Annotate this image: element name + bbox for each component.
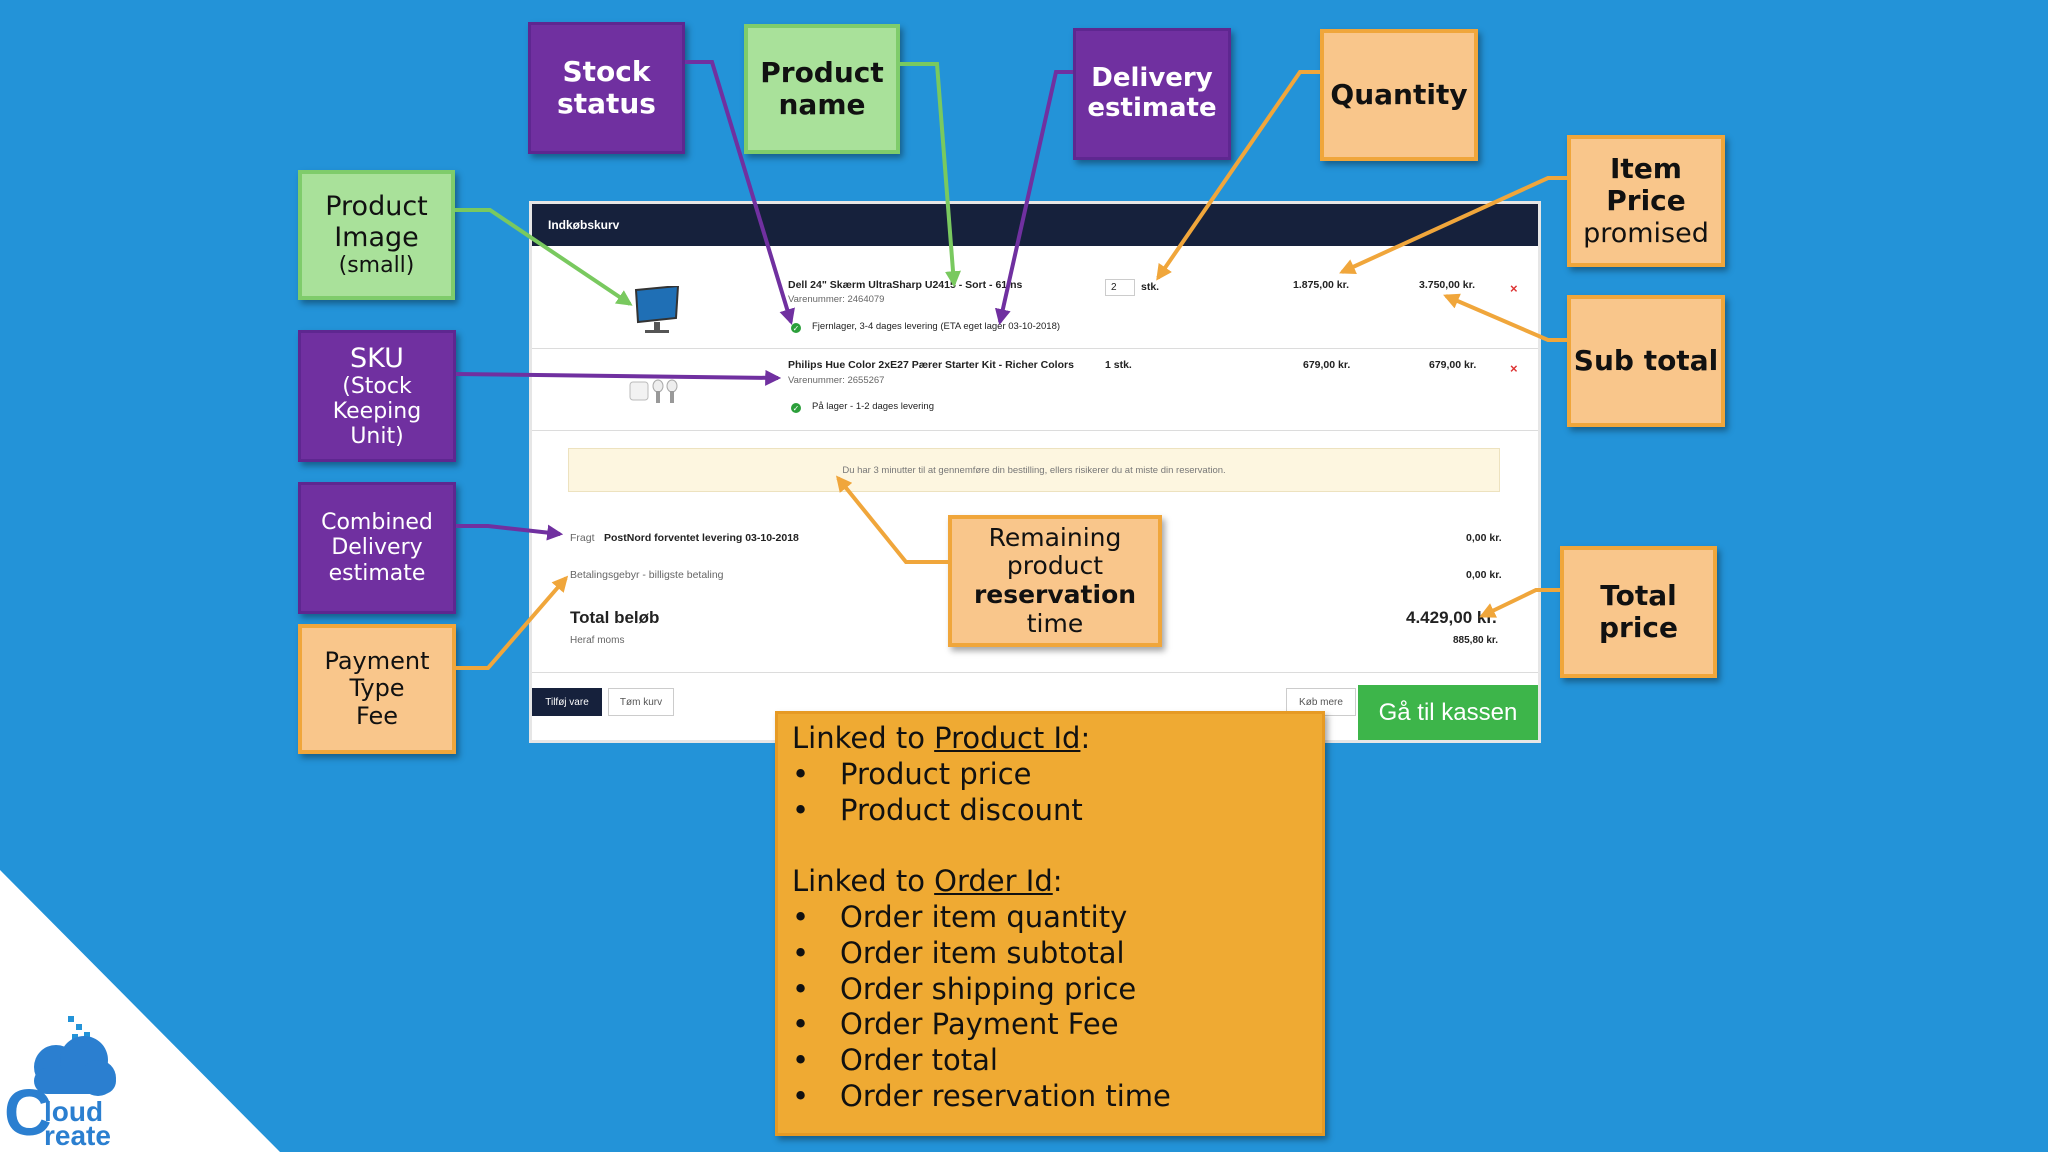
stock-status-callout: Stock status (528, 22, 685, 154)
shipping-price: 0,00 kr. (1466, 532, 1502, 544)
logo-text-bottom: reate (44, 1120, 111, 1151)
item-2-stock: På lager - 1-2 dages levering (812, 401, 934, 412)
item-1-quantity-input[interactable]: 2 (1105, 279, 1135, 296)
list-item: •Order total (792, 1043, 998, 1078)
row-separator (532, 672, 1538, 673)
arrow-quantity (1156, 70, 1320, 281)
item-price-callout: Item Price promised (1567, 135, 1725, 267)
item-2-quantity: 1 stk. (1105, 359, 1132, 371)
sub-total-callout: Sub total (1567, 295, 1725, 427)
list-item: •Order item quantity (792, 899, 1128, 934)
reservation-notice-text: Du har 3 minutter til at gennemføre din … (842, 464, 1226, 476)
reservation-notice: Du har 3 minutter til at gennemføre din … (568, 448, 1500, 492)
item-1-stock: Fjernlager, 3-4 dages levering (ETA eget… (812, 321, 1061, 332)
item-1-price: 1.875,00 kr. (1293, 279, 1350, 291)
cloud-icon (34, 1016, 116, 1096)
logo-text-top: loud (44, 1096, 104, 1127)
shipping-label: Fragt (570, 532, 595, 544)
total-value: 4.429,00 kr. (1406, 608, 1497, 627)
item-2-price: 679,00 kr. (1303, 359, 1351, 371)
list-item: •Order item subtotal (792, 935, 1125, 970)
item-1-check-icon: ✓ (791, 323, 801, 333)
bullet: • (792, 1043, 810, 1078)
item-1-subtotal: 3.750,00 kr. (1419, 279, 1476, 291)
row-separator (532, 430, 1538, 431)
arrow-sku (455, 369, 782, 386)
arrow-delivery-estimate (994, 70, 1073, 326)
bullet: • (792, 1078, 810, 1113)
item-1-name[interactable]: Dell 24" Skærm UltraSharp U2415 - Sort -… (788, 279, 1023, 291)
list-item: •Order reservation time (792, 1078, 1171, 1113)
cart-header: Indkøbskurv (532, 204, 1538, 246)
item-1-remove-icon[interactable]: × (1510, 281, 1518, 296)
logo-initial: C (4, 1075, 52, 1149)
arrow-remaining-time (835, 475, 948, 564)
list-item: •Product price (792, 756, 1032, 791)
arrow-combined-delivery (456, 524, 564, 541)
product-image-callout: Product Image (small) (298, 170, 455, 300)
item-2-remove-icon[interactable]: × (1510, 361, 1518, 376)
item-1-quantity-unit: stk. (1141, 281, 1160, 293)
combined-delivery-callout: Combined Delivery estimate (298, 482, 456, 614)
linked-fields-box: Linked to Product Id: •Product price •Pr… (775, 711, 1325, 1136)
product-id-heading: Linked to Product Id: (792, 721, 1091, 755)
item-2-sku: Varenummer: 2655267 (788, 375, 885, 386)
arrow-product-name (900, 62, 961, 288)
list-item: •Order Payment Fee (792, 1007, 1119, 1042)
total-price-callout: Total price (1560, 546, 1717, 678)
order-id-heading: Linked to Order Id: (792, 864, 1063, 899)
arrow-product-image (455, 208, 633, 306)
payment-fee-callout: Payment Type Fee (298, 624, 456, 754)
monitor-icon (634, 286, 680, 333)
item-2-check-icon: ✓ (791, 403, 801, 413)
product-name-callout: Product name (744, 24, 900, 154)
bullet: • (792, 756, 810, 791)
checkout-button[interactable]: Gå til kassen (1358, 685, 1538, 740)
list-item: •Product discount (792, 792, 1083, 827)
item-2-subtotal: 679,00 kr. (1429, 359, 1477, 371)
sku-callout: SKU (Stock Keeping Unit) (298, 330, 456, 462)
arrow-payment-fee (456, 575, 569, 670)
bullet: • (792, 1007, 810, 1042)
remaining-time-callout: Remaining product reservation time (948, 515, 1162, 647)
arrow-item-price (1339, 176, 1567, 274)
payment-fee-price: 0,00 kr. (1466, 569, 1502, 581)
arrow-total-price (1479, 588, 1560, 618)
product-id-link: Product Id (934, 721, 1081, 755)
cart-screenshot: Indkøbskurv Dell 24" Skærm UltraSharp U2… (529, 201, 1541, 743)
add-item-button[interactable]: Tilføj vare (532, 688, 602, 716)
vat-value: 885,80 kr. (1453, 635, 1499, 646)
arrow-sub-total (1443, 293, 1567, 342)
vat-label: Heraf moms (570, 635, 625, 646)
bullet: • (792, 792, 810, 827)
cloudcreate-logo: C loud reate (4, 1012, 136, 1151)
item-1-sku: Varenummer: 2464079 (788, 294, 885, 305)
delivery-estimate-callout: Delivery estimate (1073, 28, 1231, 160)
empty-cart-button[interactable]: Tøm kurv (608, 688, 674, 716)
payment-fee-label: Betalingsgebyr - billigste betaling (570, 569, 724, 581)
item-2-name[interactable]: Philips Hue Color 2xE27 Pærer Starter Ki… (788, 359, 1074, 371)
bullet: • (792, 899, 810, 934)
list-item: •Order shipping price (792, 971, 1137, 1006)
total-label: Total beløb (570, 608, 660, 627)
bullet: • (792, 971, 810, 1006)
arrow-stock-status (685, 60, 795, 326)
shipping-text: PostNord forventet levering 03-10-2018 (604, 532, 799, 544)
bulbs-icon (629, 379, 678, 403)
order-id-link: Order Id (934, 864, 1053, 899)
quantity-callout: Quantity (1320, 29, 1478, 161)
row-separator (532, 348, 1538, 349)
bullet: • (792, 935, 810, 970)
